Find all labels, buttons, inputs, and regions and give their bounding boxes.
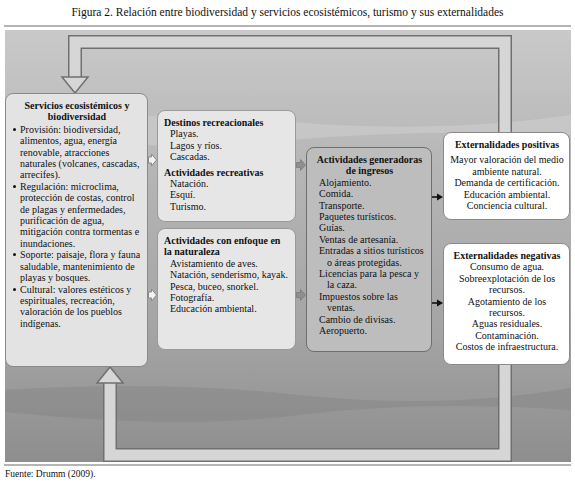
hollow-arrow (149, 154, 157, 166)
box-heading: Externalidades negativas (450, 250, 564, 261)
bullet-text: Regulación: microclima, protección de co… (20, 181, 142, 249)
list-item: Pesca, buceo, snorkel. (164, 281, 290, 292)
concept-box: Externalidades positivasMayor valoración… (443, 132, 570, 220)
list-item: Licencias para la pesca y la caza. (313, 268, 426, 291)
concept-box: Servicios ecosistémicos y biodiversidadP… (5, 93, 148, 367)
bullet-dot (13, 185, 16, 188)
list-item: Paquetes turísticos. (313, 211, 426, 222)
bullet-dot (13, 253, 16, 256)
concept-box: Destinos recreacionalesPlayas.Lagos y rí… (157, 110, 296, 222)
bullet-item: Soporte: paisaje, flora y fauna saludabl… (12, 249, 142, 283)
list-item: Esquí. (164, 189, 290, 200)
arrow-head (97, 367, 123, 383)
hollow-arrow (149, 289, 157, 301)
list-item: Natación. (164, 178, 290, 189)
arrow-head (62, 77, 88, 93)
box-heading: Actividades recreativas (164, 167, 290, 178)
list-item: Alojamiento. (313, 177, 426, 188)
feedback-arrow-outline (110, 365, 505, 455)
list-item: Costos de infraestructura. (450, 341, 564, 352)
feedback-arrow (110, 365, 505, 455)
rule-line (4, 26, 571, 27)
list-item: Transporte. (313, 200, 426, 211)
bullet-item: Regulación: microclima, protección de co… (12, 181, 142, 249)
bullet-text: Provisión: biodiversidad, alimentos, agu… (20, 124, 142, 181)
list-item: Educación ambiental. (164, 303, 290, 314)
list-item: Playas. (164, 128, 290, 139)
grey-arrow (297, 290, 306, 301)
list-item: Mayor valoración del medio ambiente natu… (450, 154, 564, 177)
box-heading: Actividades generadoras de ingresos (313, 154, 426, 177)
box-heading: Servicios ecosistémicos y biodiversidad (12, 100, 142, 123)
wave-band (5, 386, 571, 422)
list-item: Entradas a sitios turísticos o áreas pro… (313, 245, 426, 268)
list-item: Fotografía. (164, 292, 290, 303)
list-item: Avistamiento de aves. (164, 258, 290, 269)
source-note: Fuente: Drumm (2009). (5, 468, 96, 480)
list-item: Conciencia cultural. (450, 200, 564, 211)
list-item: Educación ambiental. (450, 189, 564, 200)
bullet-item: Cultural: valores estéticos y espiritual… (12, 284, 142, 330)
list-item: Consumo de agua. (450, 261, 564, 272)
list-item: Contaminación. (450, 330, 564, 341)
bullet-dot (13, 128, 16, 131)
list-item: Cascadas. (164, 151, 290, 162)
bullet-text: Cultural: valores estéticos y espiritual… (20, 284, 142, 330)
photo-ground (5, 30, 571, 462)
list-item: Ventas de artesanía. (313, 234, 426, 245)
concept-box: Actividades con enfoque en la naturaleza… (157, 228, 296, 350)
box-heading: Destinos recreacionales (164, 117, 290, 128)
bullet-item: Provisión: biodiversidad, alimentos, agu… (12, 124, 142, 181)
box-heading: Externalidades positivas (450, 139, 564, 150)
list-item: Impuestos sobre las ventas. (313, 291, 426, 314)
list-item: Cambio de divisas. (313, 314, 426, 325)
concept-box: Externalidades negativasConsumo de agua.… (443, 243, 570, 365)
list-item: Turismo. (164, 201, 290, 212)
list-item: Agotamiento de los recursos. (450, 296, 564, 319)
list-item: Guías. (313, 222, 426, 233)
grey-arrow (297, 160, 306, 171)
rule-line (4, 465, 571, 466)
list-item: Comida. (313, 188, 426, 199)
list-item: Lagos y ríos. (164, 140, 290, 151)
list-item: Demanda de certificación. (450, 177, 564, 188)
list-item: Natación, senderismo, kayak. (164, 269, 290, 280)
list-item: Sobreexplotación de los recursos. (450, 273, 564, 296)
bullet-text: Soporte: paisaje, flora y fauna saludabl… (20, 249, 142, 283)
bullet-dot (13, 288, 16, 291)
box-heading: Actividades con enfoque en la naturaleza (164, 235, 290, 258)
list-item: Aeropuerto. (313, 325, 426, 336)
concept-box: Actividades generadoras de ingresosAloja… (306, 147, 432, 352)
list-item: Aguas residuales. (450, 318, 564, 329)
figure-title: Figura 2. Relación entre biodiversidad y… (5, 5, 570, 19)
